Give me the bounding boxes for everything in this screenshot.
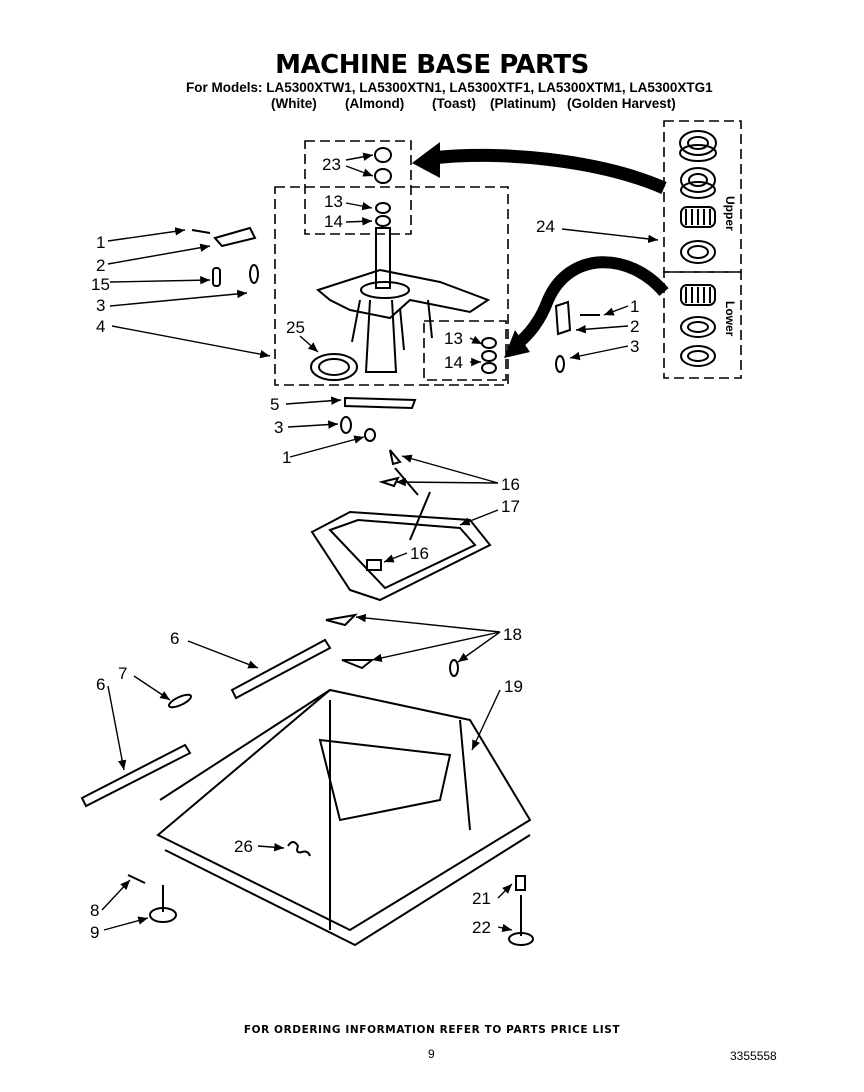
models-line: For Models: LA5300XTW1, LA5300XTN1, LA53…: [186, 80, 713, 95]
gearcase-assembly: [315, 227, 491, 373]
left-clamp: [191, 226, 259, 287]
callout-1: 1: [96, 233, 105, 252]
footer-note: FOR ORDERING INFORMATION REFER TO PARTS …: [243, 1024, 621, 1036]
base-frame: [156, 613, 532, 947]
callout-26: 26: [234, 837, 253, 856]
page-title: MACHINE BASE PARTS: [275, 50, 589, 80]
upper-label: Upper: [723, 196, 737, 231]
curved-arrow-upper-head: [412, 142, 440, 178]
callout-23: 23: [322, 155, 341, 174]
feet: [127, 874, 534, 946]
callout-2: 2: [630, 317, 639, 336]
callout-24: 24: [536, 217, 555, 236]
group-box-bearings-lower: [663, 271, 742, 379]
callout-7: 7: [118, 664, 127, 683]
color-platinum: (Platinum): [490, 96, 556, 111]
spring-26: [287, 841, 311, 857]
callout-1: 1: [282, 448, 291, 467]
callouts: 23 13 14 1 2 15 3 4 25 24 1 2 3 13 14 5 …: [90, 155, 639, 942]
callout-6: 6: [96, 675, 105, 694]
callout-15: 15: [91, 275, 110, 294]
right-clamp: [554, 300, 600, 373]
callout-1: 1: [630, 297, 639, 316]
callout-13: 13: [324, 192, 343, 211]
color-golden-harvest: (Golden Harvest): [567, 96, 676, 111]
lower-label: Lower: [723, 301, 737, 337]
callout-14: 14: [444, 353, 463, 372]
callout-8: 8: [90, 901, 99, 920]
callout-9: 9: [90, 923, 99, 942]
callout-22: 22: [472, 918, 491, 937]
lower-bearings: [680, 284, 716, 367]
callout-17: 17: [501, 497, 520, 516]
callout-16: 16: [410, 544, 429, 563]
seal-part: [310, 353, 358, 381]
cap-parts: [374, 147, 392, 227]
callout-13: 13: [444, 329, 463, 348]
group-box-main: [274, 186, 509, 386]
callout-16: 16: [501, 475, 520, 494]
bushing-parts: [481, 337, 497, 374]
callout-18: 18: [503, 625, 522, 644]
callout-6: 6: [170, 629, 179, 648]
callout-3: 3: [630, 337, 639, 356]
rails: [80, 638, 332, 808]
curved-arrow-lower: [511, 256, 669, 351]
callout-3: 3: [274, 418, 283, 437]
curved-arrow-upper: [431, 148, 667, 194]
color-toast: (Toast): [432, 96, 476, 111]
callout-19: 19: [504, 677, 523, 696]
document-number: 3355558: [730, 1049, 777, 1063]
callout-4: 4: [96, 317, 105, 336]
callout-25: 25: [286, 318, 305, 337]
callout-21: 21: [472, 889, 491, 908]
callout-14: 14: [324, 212, 343, 231]
upper-bearings: [679, 130, 717, 264]
curved-arrow-lower-head: [504, 330, 530, 358]
group-box-bearings-upper: [663, 120, 742, 273]
bottom-clamp: [340, 396, 417, 442]
leader-lines: [101, 152, 659, 933]
callout-3: 3: [96, 296, 105, 315]
color-almond: (Almond): [345, 96, 405, 111]
callout-2: 2: [96, 256, 105, 275]
callout-5: 5: [270, 395, 279, 414]
page-number: 9: [428, 1047, 435, 1061]
group-box-bushing: [423, 320, 507, 381]
color-white: (White): [271, 96, 317, 111]
drive-platform: [310, 449, 492, 602]
